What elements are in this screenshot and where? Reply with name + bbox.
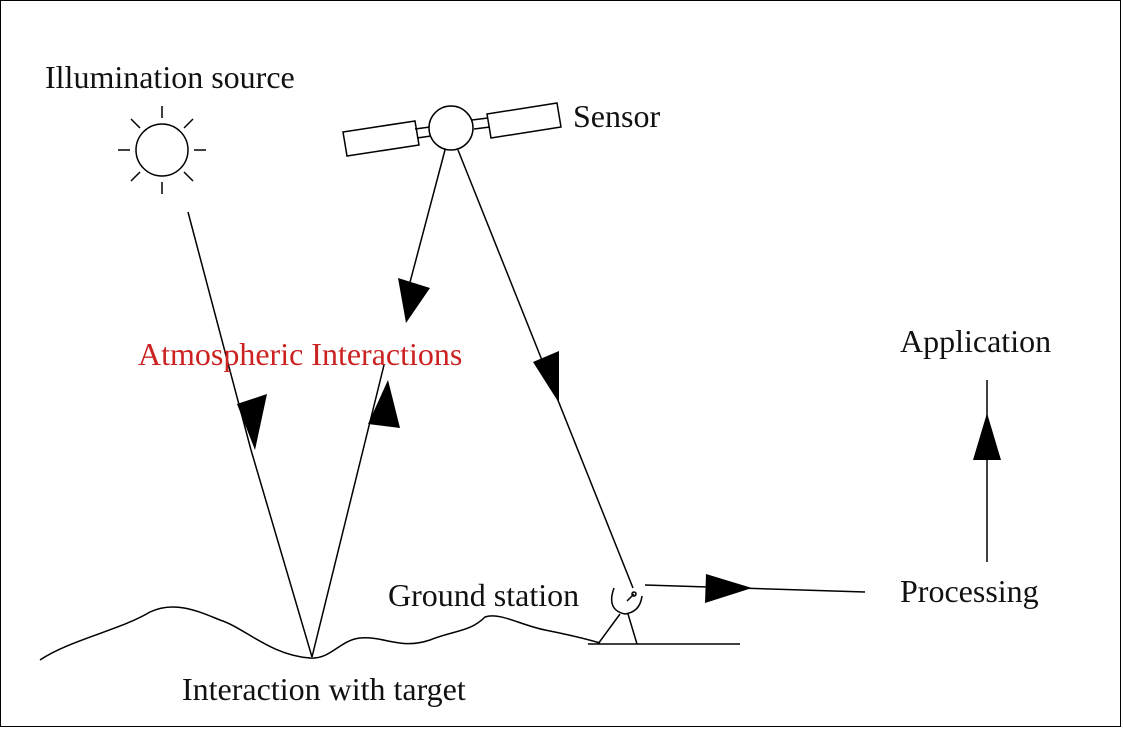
illumination-source-label: Illumination source: [45, 59, 295, 95]
interaction-with-target-label: Interaction with target: [182, 671, 466, 707]
terrain-line: [39, 606, 601, 661]
processing-label: Processing: [900, 573, 1039, 609]
processing-application-arrow: [973, 380, 1001, 562]
antenna-dish-icon: [597, 587, 643, 645]
incident-ray-arrow: [187, 211, 313, 658]
sensor-atmosphere-arrow: [398, 149, 446, 323]
reflected-ray-arrow: [311, 364, 400, 658]
ground-station-label: Ground station: [388, 577, 579, 613]
station-processing-arrow: [644, 574, 866, 603]
sensor-label: Sensor: [573, 98, 660, 134]
application-label: Application: [900, 323, 1051, 359]
sun-icon: [118, 106, 206, 194]
downlink-arrow: [457, 149, 634, 589]
atmospheric-interactions-label: Atmospheric Interactions: [138, 336, 462, 372]
satellite-icon: [342, 102, 562, 157]
